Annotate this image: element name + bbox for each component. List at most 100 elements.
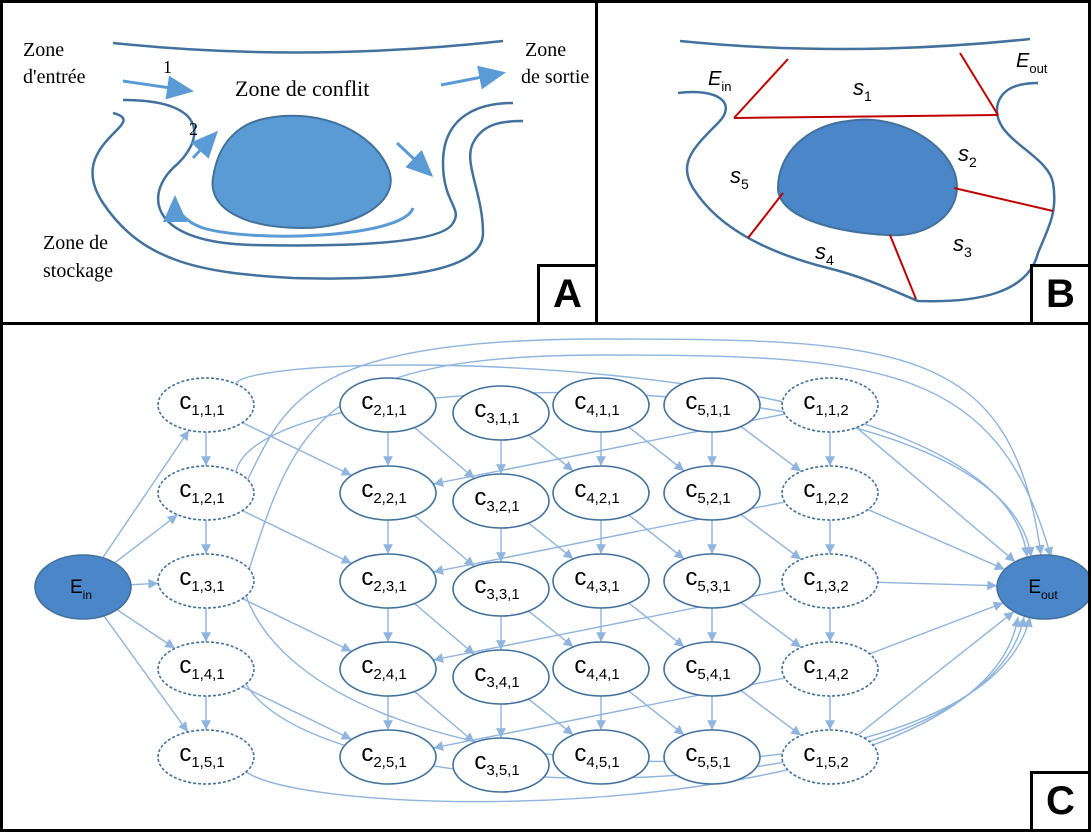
- state-node-label: c5,2,1: [685, 476, 730, 507]
- state-node: [339, 729, 437, 785]
- state-node-label: c2,5,1: [361, 740, 406, 771]
- state-node-label: c5,4,1: [685, 652, 730, 683]
- state-node: [552, 553, 650, 609]
- s3-label: s3: [953, 231, 972, 260]
- edge-diagonal: [242, 597, 352, 653]
- state-node-label: c1,2,1: [179, 476, 224, 507]
- state-node-label: c2,4,1: [361, 652, 406, 683]
- arrow-down-right: [395, 141, 434, 178]
- edge-node-to-sink: [867, 508, 1006, 571]
- edge-diagonal: [242, 421, 352, 477]
- edge-node-to-sink: [856, 426, 1016, 563]
- state-node: [552, 641, 650, 697]
- state-node-label: c1,4,1: [179, 652, 224, 683]
- panel-b-letter: B: [1030, 264, 1088, 322]
- s2-label: s2: [958, 141, 977, 170]
- state-node-label: c3,1,1: [474, 396, 519, 427]
- road-top-boundary-b: [679, 37, 1031, 51]
- panel-a: Zone d'entrée 1 2 Zone de conflit Zone d…: [0, 0, 598, 325]
- state-node-label: c3,3,1: [474, 572, 519, 603]
- state-node-label: c5,5,1: [685, 740, 730, 771]
- state-node-label: c5,3,1: [685, 564, 730, 595]
- state-node: [452, 473, 550, 529]
- state-node-label: c2,3,1: [361, 564, 406, 595]
- s5-label: s5: [730, 163, 749, 192]
- state-node: [663, 641, 761, 697]
- state-node: [552, 465, 650, 521]
- state-node: [781, 641, 879, 697]
- state-node: [157, 729, 255, 785]
- edge-source-to-node: [114, 514, 178, 564]
- state-node-label: c4,1,1: [574, 388, 619, 419]
- edge-diagonal: [528, 610, 574, 648]
- edge-diagonal: [628, 690, 685, 736]
- edge-diagonal: [414, 602, 475, 656]
- arrow-1-label: 1: [163, 57, 172, 77]
- arrow-storage-loop: [163, 195, 415, 238]
- state-node-label: c4,4,1: [574, 652, 619, 683]
- state-node-label: c2,2,1: [361, 476, 406, 507]
- state-node: [157, 641, 255, 697]
- arrow-2-label: 2: [189, 119, 198, 139]
- state-node-label: c4,3,1: [574, 564, 619, 595]
- state-node-label: c1,4,2: [803, 652, 848, 683]
- state-node: [452, 385, 550, 441]
- edge-diagonal: [528, 434, 574, 472]
- state-node-label: c1,1,1: [179, 388, 224, 419]
- storage-zone-label-1: Zone de: [43, 232, 108, 254]
- state-node: [339, 465, 437, 521]
- state-node: [552, 377, 650, 433]
- section-boundaries: [733, 52, 1054, 300]
- central-obstacle-b: [776, 118, 958, 237]
- edge-source-to-node: [102, 429, 190, 559]
- state-node: [663, 553, 761, 609]
- state-node: [781, 553, 879, 609]
- panel-b-drawing: Ein Eout s1 s2 s3 s4 s5: [677, 37, 1056, 303]
- edge-node-to-sink: [857, 610, 1015, 736]
- storage-zone-label-2: stockage: [43, 260, 113, 282]
- edge-diagonal: [242, 685, 352, 741]
- entry-zone-label-2: d'entrée: [23, 66, 86, 88]
- road-top-boundary: [112, 39, 504, 54]
- s4-label: s4: [815, 239, 834, 268]
- state-node: [452, 737, 550, 793]
- state-node: [157, 553, 255, 609]
- state-node: [663, 729, 761, 785]
- edge-diagonal: [528, 698, 574, 736]
- state-node: [157, 465, 255, 521]
- state-node-label: c1,3,1: [179, 564, 224, 595]
- edge-diagonal: [740, 513, 802, 561]
- edge-diagonal: [628, 514, 685, 560]
- source-node-label: Ein: [70, 577, 92, 602]
- state-node: [781, 377, 879, 433]
- edge-node-to-sink: [877, 580, 998, 591]
- state-node-label: c1,3,2: [803, 564, 848, 595]
- road-outer-boundary: [91, 111, 524, 280]
- state-node-label: c2,1,1: [361, 388, 406, 419]
- edge-source-to-node: [116, 609, 176, 649]
- edge-diagonal: [628, 602, 685, 648]
- arrow-2: [190, 130, 219, 160]
- panel-b: Ein Eout s1 s2 s3 s4 s5 B: [595, 0, 1091, 325]
- state-node-label: c1,2,2: [803, 476, 848, 507]
- state-node: [452, 649, 550, 705]
- edge-diagonal: [740, 689, 802, 737]
- state-node-label: c4,2,1: [574, 476, 619, 507]
- state-node-label: c1,5,2: [803, 740, 848, 771]
- state-node-label: c4,5,1: [574, 740, 619, 771]
- panel-c-letter: C: [1030, 771, 1088, 829]
- road-inner-boundary: [122, 98, 514, 247]
- e-out-label: Eout: [1016, 50, 1048, 76]
- edge-diagonal: [628, 426, 685, 472]
- state-node-label: c5,1,1: [685, 388, 730, 419]
- state-node-label: c1,5,1: [179, 740, 224, 771]
- s1-label: s1: [853, 75, 872, 104]
- edge-diagonal: [414, 690, 475, 744]
- edge-diagonal: [242, 509, 352, 565]
- sink-node: [996, 554, 1088, 620]
- state-node-label: c3,5,1: [474, 748, 519, 779]
- e-in-label: Ein: [708, 68, 731, 94]
- state-node: [339, 641, 437, 697]
